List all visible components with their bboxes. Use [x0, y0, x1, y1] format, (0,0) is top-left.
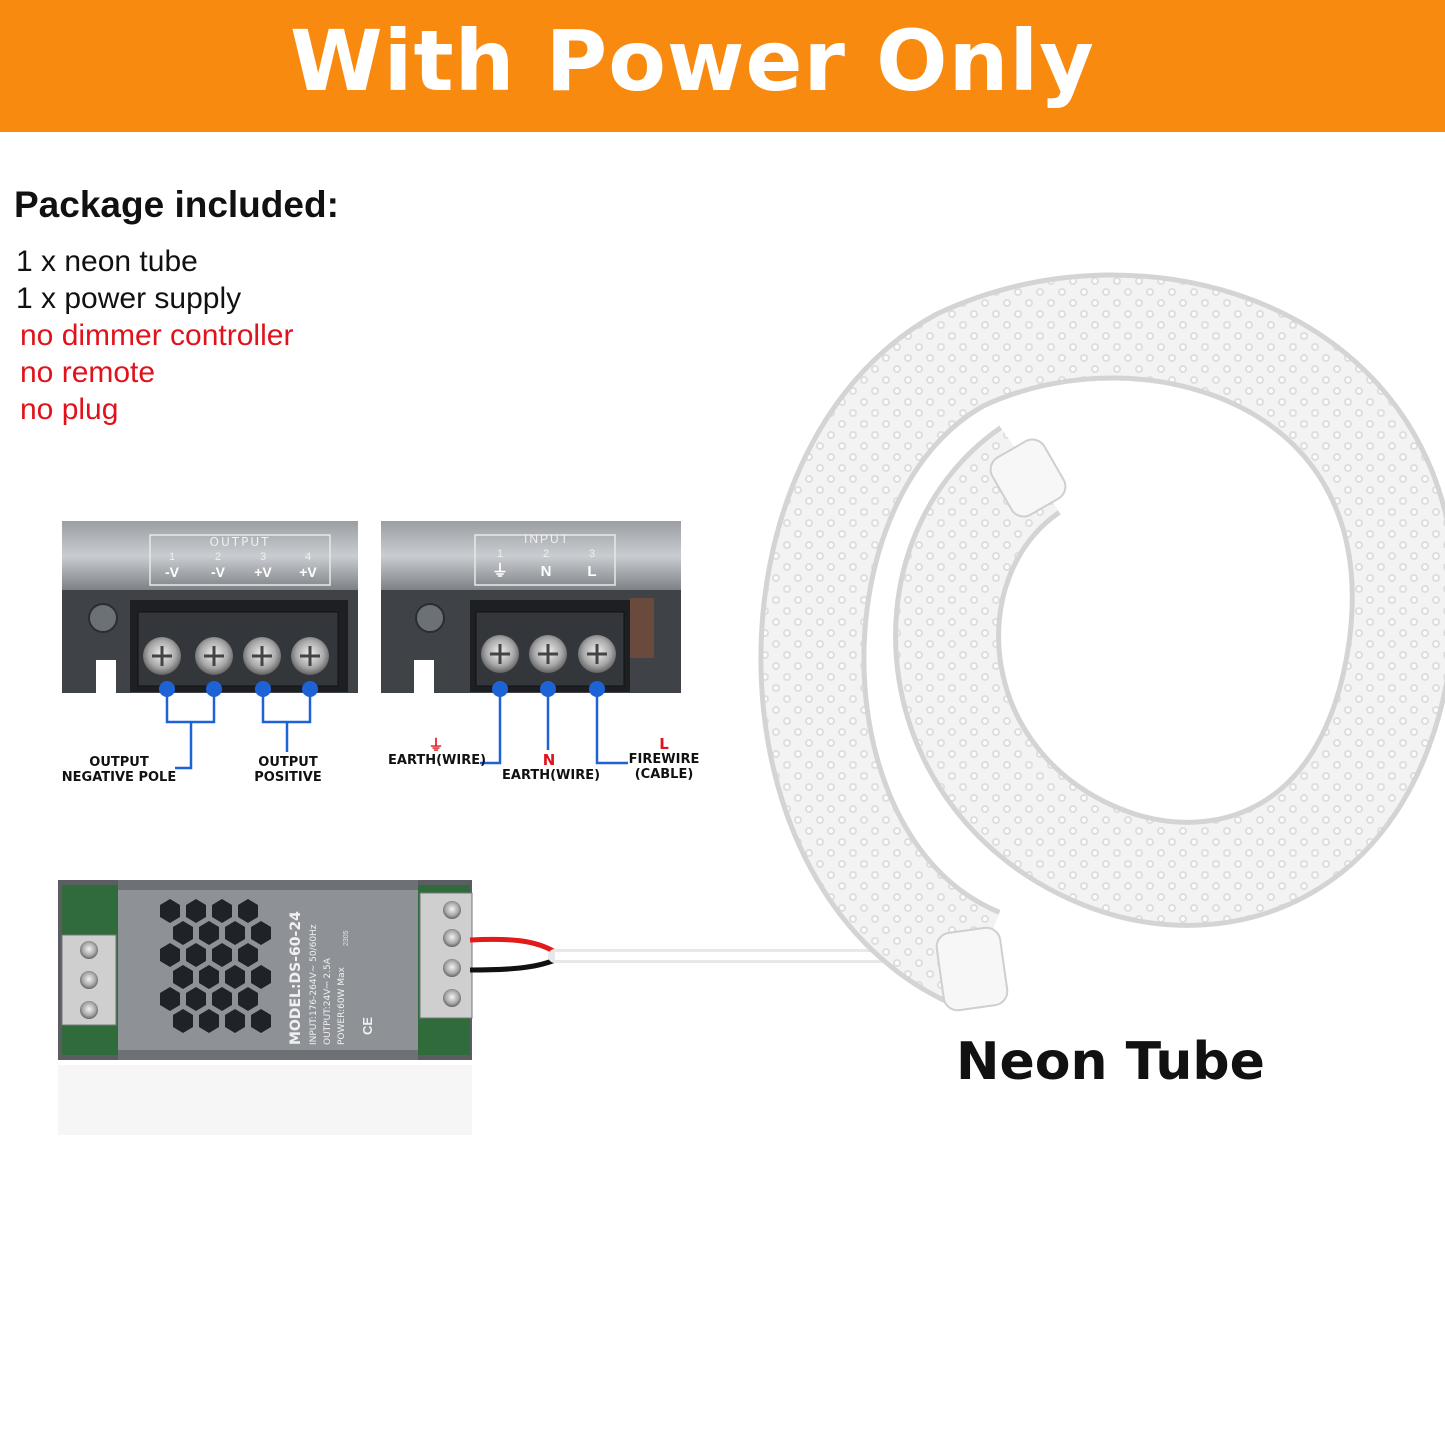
wiring-leaders — [165, 689, 628, 770]
psu-year: 2305 — [343, 930, 350, 946]
excluded-item: no remote — [20, 356, 156, 389]
live-symbol: L — [659, 735, 669, 753]
callout-output-negative: OUTPUT NEGATIVE POLE — [60, 755, 178, 785]
package-item: 1 x power supply — [16, 282, 242, 315]
power-supply-unit: MODEL:DS-60-24 INPUT:176-264V~ 50/60Hz O… — [58, 880, 557, 1135]
terminal-label: ⏚ — [492, 562, 508, 580]
psu-model: MODEL:DS-60-24 — [288, 911, 304, 1045]
terminal-number: 1 — [169, 551, 175, 563]
callout-line: EARTH(WIRE) — [388, 753, 487, 768]
callout-line: OUTPUT — [258, 755, 318, 770]
terminal-number: 3 — [260, 551, 266, 563]
terminal-number: 4 — [305, 551, 311, 563]
terminal-label: L — [587, 563, 596, 580]
neon-tube — [548, 272, 1445, 1012]
callout-line: EARTH(WIRE) — [502, 768, 601, 783]
callout-live: L FIREWIRE (CABLE) — [628, 735, 700, 783]
terminal-number: 3 — [589, 548, 595, 560]
package-list: 1 x neon tube 1 x power supply no dimmer… — [16, 243, 293, 428]
callout-neutral: N EARTH(WIRE) — [502, 751, 601, 784]
neutral-symbol: N — [542, 751, 556, 769]
terminal-number: 2 — [543, 548, 549, 560]
psu-output: OUTPUT:24V⎓ 2.5A — [323, 957, 333, 1045]
excluded-item: no dimmer controller — [20, 319, 294, 352]
input-terminal-block: INPUT 1 2 3 ⏚ N L — [381, 521, 681, 693]
callout-output-positive: OUTPUT POSITIVE — [248, 755, 328, 785]
psu-input: INPUT:176-264V~ 50/60Hz — [309, 924, 319, 1045]
header-banner: With Power Only — [0, 0, 1445, 132]
ground-symbol-icon: ⏚ — [428, 736, 444, 754]
terminal-number: 1 — [497, 548, 503, 560]
output-terminal-header: OUTPUT — [210, 535, 271, 549]
terminal-label: N — [541, 563, 552, 580]
terminal-number: 2 — [215, 551, 221, 563]
neon-tube-label: Neon Tube — [956, 1032, 1265, 1092]
output-terminal-block: OUTPUT 1 2 3 4 -V -V +V +V — [62, 521, 358, 693]
terminal-label: +V — [299, 564, 317, 580]
ce-mark-icon: CE — [360, 1017, 375, 1035]
excluded-item: no plug — [20, 393, 119, 426]
terminal-label: -V — [165, 564, 180, 580]
callout-line: FIREWIRE — [628, 752, 700, 767]
terminal-label: -V — [211, 564, 226, 580]
package-heading: Package included: — [14, 184, 339, 225]
callout-line: (CABLE) — [634, 767, 694, 782]
callout-earth: ⏚ EARTH(WIRE) — [388, 736, 487, 769]
callout-line: NEGATIVE POLE — [61, 770, 177, 785]
callout-line: POSITIVE — [254, 770, 322, 785]
input-terminal-header: INPUT — [524, 532, 570, 546]
psu-power: POWER:60W Max — [337, 966, 347, 1045]
terminal-label: +V — [254, 564, 272, 580]
terminal-dots — [159, 681, 605, 697]
callout-line: OUTPUT — [89, 755, 149, 770]
banner-title: With Power Only — [290, 12, 1095, 110]
package-item: 1 x neon tube — [16, 245, 198, 278]
